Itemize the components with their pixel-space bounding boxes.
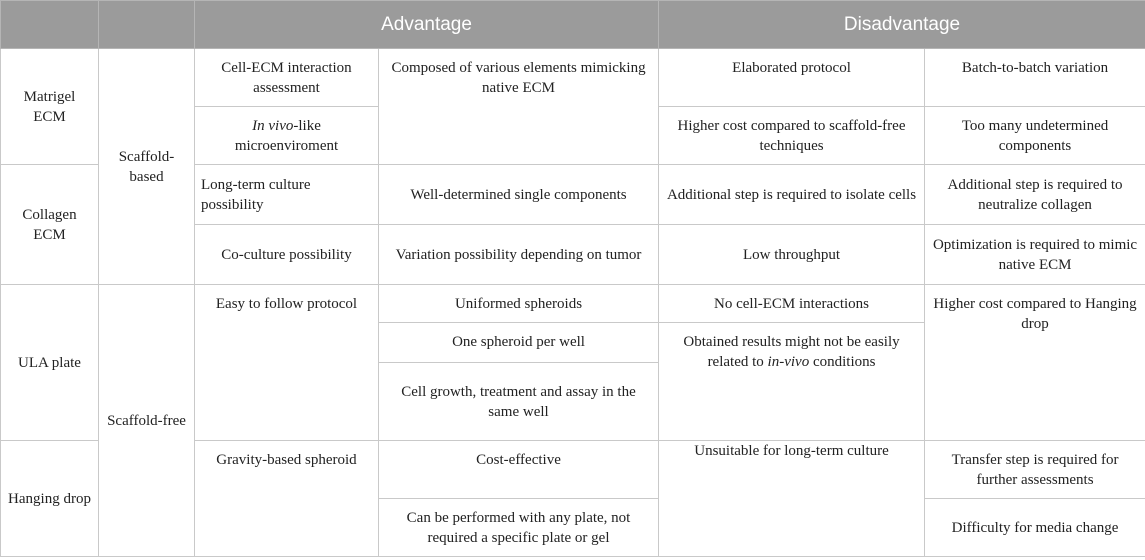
- cell-adv1-cell-ecm: Cell-ECM interaction assessment: [194, 48, 379, 107]
- cell-adv1-gravity: Gravity-based spheroid: [194, 440, 379, 557]
- method-ula: ULA plate: [0, 284, 99, 441]
- cell-adv2-single: Well-determined single components: [377, 164, 660, 225]
- cell-dis2-undetermined: Too many undetermined components: [924, 106, 1145, 165]
- method-hanging: Hanging drop: [0, 440, 99, 557]
- cell-adv1-invivo-italic: In vivo: [252, 117, 294, 134]
- table-row: One spheroid per well Obtained results m…: [1, 322, 1145, 441]
- cell-dis1-no-cell-ecm: No cell-ECM interactions: [658, 284, 926, 323]
- cell-dis1-obtained-pre: Obtained results might not be easily rel…: [683, 334, 900, 370]
- header-row: Advantage Disadvantage: [0, 0, 1145, 49]
- cell-adv1-invivo-rest: -like microenviroment: [234, 117, 339, 154]
- cell-adv1-coculture: Co-culture possibility: [194, 224, 379, 285]
- header-blank-method: [0, 0, 99, 49]
- cell-dis2-transfer: Transfer step is required for further as…: [924, 440, 1145, 499]
- cell-dis1-throughput: Low throughput: [658, 224, 926, 285]
- cell-dis1-higher-cost: Higher cost compared to scaffold-free te…: [658, 106, 926, 165]
- method-collagen: Collagen ECM: [0, 164, 99, 285]
- cell-dis1-unsuitable: Unsuitable for long-term culture: [658, 440, 926, 557]
- cell-dis1-obtained-italic: in-vivo: [767, 354, 810, 370]
- cell-adv2-cost-effective: Cost-effective: [377, 440, 660, 499]
- cell-dis2-optimization: Optimization is required to mimic native…: [924, 224, 1145, 285]
- table-row: ULA plate Scaffold-free Easy to follow p…: [0, 284, 1145, 557]
- cell-dis1-elaborated: Elaborated protocol: [658, 48, 926, 107]
- type-scaffold-based: Scaffold-based: [98, 48, 195, 285]
- table-row: Hanging drop Gravity-based spheroid Cost…: [0, 440, 1145, 557]
- table-row: Co-culture possibility Variation possibi…: [1, 224, 1145, 285]
- header-advantage: Advantage: [193, 0, 660, 49]
- method-matrigel: Matrigel ECM: [0, 48, 99, 165]
- cell-adv1-easy: Easy to follow protocol: [194, 284, 379, 441]
- cell-adv1-long-term: Long-term culture possibility: [194, 164, 379, 225]
- cell-dis2-neutralize: Additional step is required to neutraliz…: [924, 164, 1145, 225]
- cell-dis2-batch: Batch-to-batch variation: [924, 48, 1145, 107]
- table-row: Matrigel ECM Scaffold-based Cell-ECM int…: [0, 48, 1145, 285]
- cell-adv1-invivo: In vivo-like microenviroment: [194, 106, 379, 165]
- cell-dis2-cost-hanging: Higher cost compared to Hanging drop: [924, 284, 1145, 441]
- header-blank-type: [98, 0, 195, 49]
- cell-adv2-cell-growth: Cell growth, treatment and assay in the …: [377, 362, 660, 441]
- table-row: Can be performed with any plate, not req…: [1, 498, 1145, 557]
- type-scaffold-free: Scaffold-free: [98, 284, 195, 557]
- cell-adv2-any-plate: Can be performed with any plate, not req…: [377, 498, 660, 557]
- table-row: In vivo-like microenviroment Higher cost…: [1, 106, 1145, 165]
- cell-adv2-variation: Variation possibility depending on tumor: [377, 224, 660, 285]
- cell-adv2-composed: Composed of various elements mimicking n…: [377, 48, 660, 165]
- cell-dis1-obtained: Obtained results might not be easily rel…: [658, 322, 926, 441]
- cell-dis2-media: Difficulty for media change: [924, 498, 1145, 557]
- header-disadvantage: Disadvantage: [658, 0, 1145, 49]
- cell-dis1-obtained-post: conditions: [809, 354, 876, 370]
- cell-dis1-isolate: Additional step is required to isolate c…: [658, 164, 926, 225]
- cell-adv2-one-spheroid: One spheroid per well: [377, 322, 660, 363]
- cell-adv2-uniformed: Uniformed spheroids: [377, 284, 660, 323]
